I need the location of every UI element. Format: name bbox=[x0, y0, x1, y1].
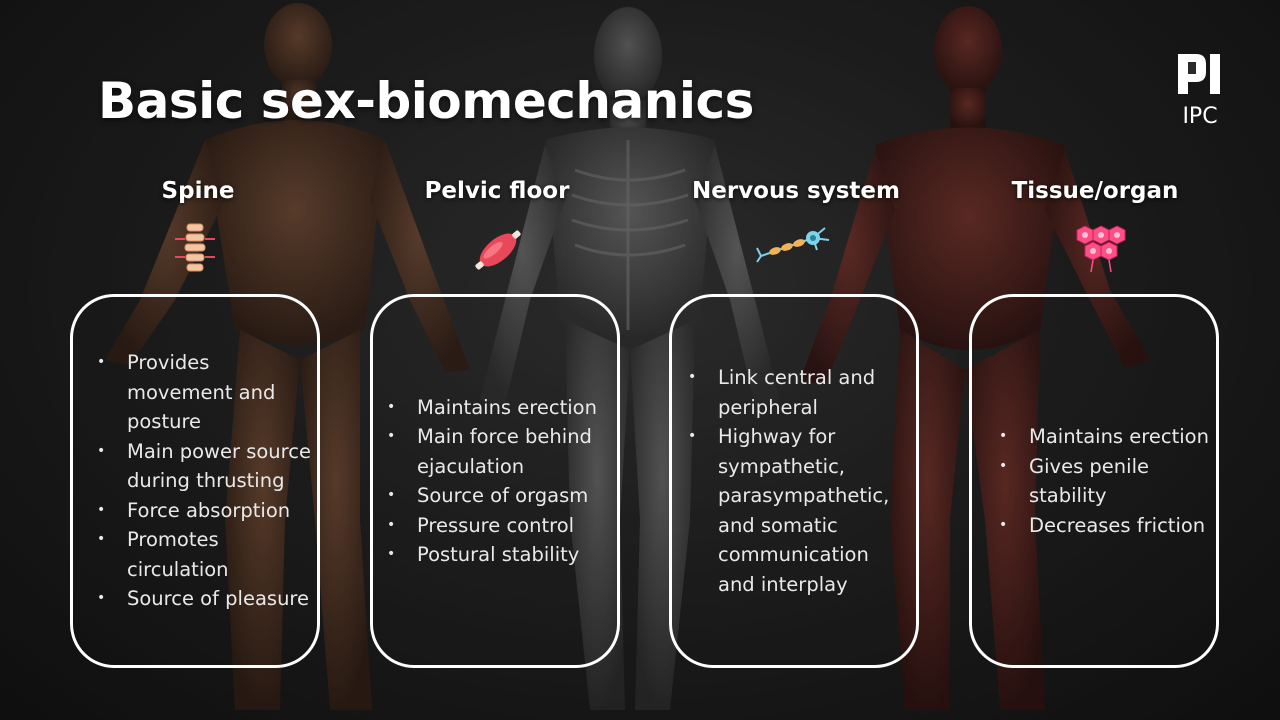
card-tissue-organ: Maintains erection Gives penile stabilit… bbox=[969, 294, 1219, 668]
column-heading-tissue-organ: Tissue/organ bbox=[1011, 178, 1179, 204]
neuron-icon bbox=[756, 227, 830, 263]
ipc-logo-icon bbox=[1178, 54, 1220, 94]
nervous-system-item: Link central and peripheral bbox=[688, 363, 916, 422]
spine-item: Source of pleasure bbox=[97, 584, 317, 614]
cells-icon bbox=[1076, 225, 1126, 273]
column-heading-nervous-system: Nervous system bbox=[692, 178, 900, 204]
ipc-logo-text: IPC bbox=[1182, 104, 1218, 129]
tissue-organ-item: Gives penile stability bbox=[999, 452, 1216, 511]
pelvic-floor-list: Maintains erection Main force behind eja… bbox=[373, 393, 617, 570]
ipc-logo: IPC bbox=[1170, 50, 1230, 129]
pelvic-floor-item: Maintains erection bbox=[387, 393, 617, 423]
pelvic-floor-item: Postural stability bbox=[387, 540, 617, 570]
card-nervous-system: Link central and peripheral Highway for … bbox=[669, 294, 919, 668]
spine-item: Force absorption bbox=[97, 496, 317, 526]
pelvic-floor-item: Main force behind ejaculation bbox=[387, 422, 617, 481]
slide-title: Basic sex-biomechanics bbox=[98, 72, 754, 130]
spine-item: Promotes circulation bbox=[97, 525, 317, 584]
spine-list: Provides movement and posture Main power… bbox=[73, 348, 317, 614]
spine-item: Provides movement and posture bbox=[97, 348, 317, 437]
tissue-organ-list: Maintains erection Gives penile stabilit… bbox=[972, 422, 1216, 540]
column-heading-spine: Spine bbox=[161, 178, 235, 204]
muscle-icon bbox=[475, 230, 521, 270]
nervous-system-list: Link central and peripheral Highway for … bbox=[672, 363, 916, 599]
column-heading-pelvic-floor: Pelvic floor bbox=[424, 178, 570, 204]
pelvic-floor-item: Pressure control bbox=[387, 511, 617, 541]
pelvic-floor-item: Source of orgasm bbox=[387, 481, 617, 511]
spine-item: Main power source during thrusting bbox=[97, 437, 317, 496]
card-spine: Provides movement and posture Main power… bbox=[70, 294, 320, 668]
spine-icon bbox=[175, 223, 215, 272]
card-pelvic-floor: Maintains erection Main force behind eja… bbox=[370, 294, 620, 668]
tissue-organ-item: Maintains erection bbox=[999, 422, 1216, 452]
nervous-system-item: Highway for sympathetic, parasympathetic… bbox=[688, 422, 916, 599]
tissue-organ-item: Decreases friction bbox=[999, 511, 1216, 541]
